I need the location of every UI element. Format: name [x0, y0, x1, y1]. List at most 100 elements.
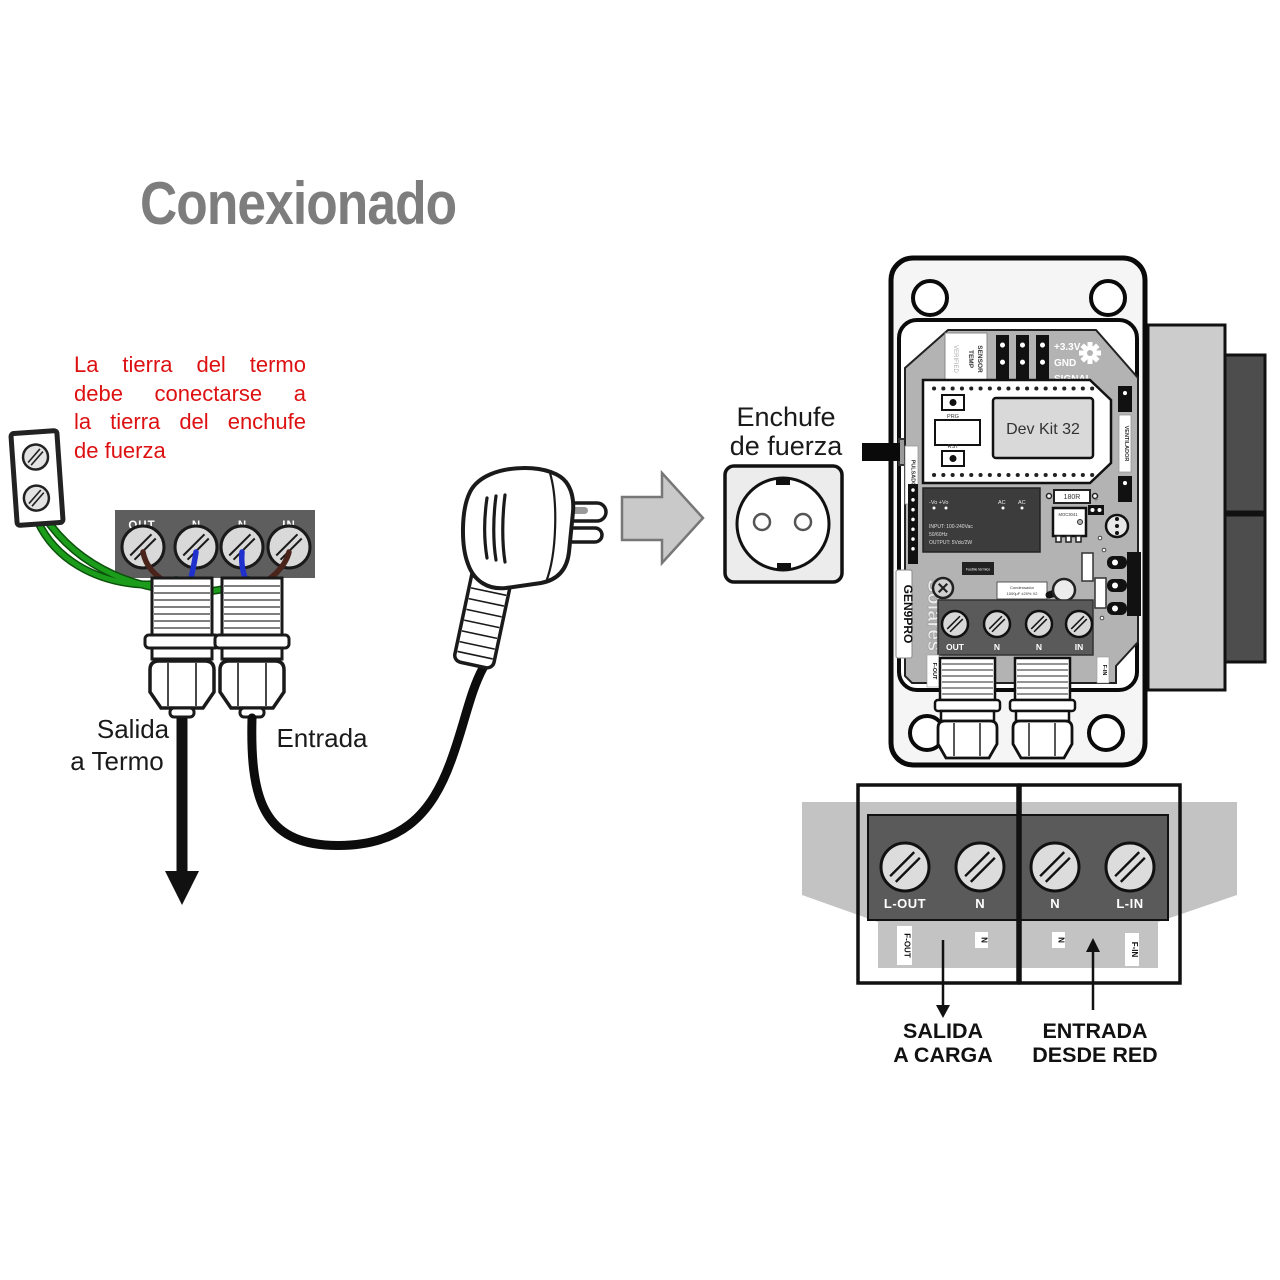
fan-header-bottom	[1118, 476, 1132, 502]
socket-hole-left	[752, 512, 772, 532]
screw-terminal	[22, 484, 51, 512]
plug-body	[460, 465, 576, 591]
gland-threads	[154, 585, 210, 629]
device-gland-right	[1008, 656, 1077, 760]
prg-label: PRG	[947, 414, 959, 420]
device-terminal-in: IN	[1075, 642, 1084, 652]
gen9pro-device: VERIFIED TEMP SENSOR +3.3V GND SIGNAL	[862, 255, 1267, 768]
fan-connector	[1104, 513, 1130, 539]
external-button	[862, 443, 900, 461]
capacitor-label: Condensador 1000µF ±20% X2	[996, 581, 1048, 600]
mount-hole	[1087, 714, 1125, 752]
screw-terminal	[982, 609, 1012, 639]
via	[1101, 547, 1107, 553]
plug-face-line	[544, 472, 557, 583]
svg-text:F-IN: F-IN	[1130, 942, 1139, 958]
devkit-module	[991, 396, 1095, 460]
svg-text:1000µF ±20% X2: 1000µF ±20% X2	[1007, 591, 1039, 596]
svg-text:F-OUT: F-OUT	[931, 663, 937, 680]
pin-label-3v3: +3.3V	[1054, 342, 1081, 353]
device-terminal-n1: N	[994, 642, 1000, 652]
plus-header: +	[1088, 495, 1104, 515]
note-line: debe conectarse a	[74, 380, 306, 406]
vertical-component	[1094, 577, 1107, 609]
svg-text:PULSADOR: PULSADOR	[910, 460, 916, 491]
pcb-screw-icon	[931, 576, 955, 600]
screw-terminal	[1024, 609, 1054, 639]
svg-text:N: N	[980, 937, 989, 943]
svg-text:F-OUT: F-OUT	[903, 933, 912, 958]
earth-warning-note: La tierra del termo debe conectarse a la…	[74, 351, 306, 465]
socket-hole-right	[793, 512, 813, 532]
trimmer-knob	[1045, 577, 1077, 603]
note-line: de fuerza	[74, 437, 166, 463]
terminal-detail-view: L-OUT N N L-IN F-OUT N N F-IN	[802, 783, 1237, 1067]
entrada-red-line2: DESDE RED	[1032, 1043, 1157, 1067]
wiring-diagram: OUT N N IN	[8, 402, 844, 905]
power-socket	[723, 464, 844, 584]
temp-sensor-label: VERIFIED TEMP SENSOR	[944, 332, 988, 386]
svg-text:+: +	[1094, 495, 1099, 504]
svg-text:180R: 180R	[1064, 494, 1081, 501]
heatsink-fin-top	[1223, 353, 1267, 514]
psu-freq: 50/60Hz	[929, 532, 948, 538]
fin-silk-label: F-IN	[1096, 656, 1110, 684]
page-title: Conexionado	[140, 169, 457, 238]
detail-silk-fin: F-IN	[1125, 933, 1139, 966]
screw-terminal	[879, 841, 931, 893]
triac-lugs	[1107, 552, 1141, 616]
model-label: GEN9PRO	[895, 569, 915, 659]
svg-text:N: N	[1057, 937, 1066, 943]
svg-text:Fusible térmico: Fusible térmico	[966, 568, 990, 572]
plug-grip-ridges	[483, 493, 507, 564]
psu-input: INPUT: 100-240Vac	[929, 524, 973, 530]
device-terminal-n2: N	[1036, 642, 1042, 652]
fout-silk-label: F-OUT	[926, 654, 940, 688]
via	[1099, 615, 1105, 621]
device-terminal-out: OUT	[946, 642, 965, 652]
screw-terminal	[940, 609, 970, 639]
rst-label: RST	[948, 444, 960, 450]
psu-dc-pins: -Vo +Vo	[929, 500, 948, 506]
svg-text:MOC3041: MOC3041	[1058, 512, 1078, 517]
note-line: La tierra del termo	[74, 352, 306, 377]
salida-label-line1: Salida	[97, 714, 170, 744]
note-line: la tierra del enchufe	[74, 409, 306, 434]
socket-label-line2: de fuerza	[730, 431, 844, 461]
salida-carga-line1: SALIDA	[903, 1019, 983, 1043]
pin-label-gnd: GND	[1054, 358, 1076, 369]
gland-nut	[148, 659, 216, 710]
pin-headers	[996, 335, 1049, 389]
heatsink-fin-bottom	[1223, 513, 1267, 664]
socket-label-line1: Enchufe	[736, 402, 835, 432]
plug-cable-grip	[453, 564, 514, 670]
gear-icon	[1079, 342, 1101, 364]
screw-terminal	[173, 524, 219, 570]
mount-hole	[911, 279, 949, 317]
screw-terminal	[954, 841, 1006, 893]
vertical-resistor	[1081, 552, 1094, 582]
detail-terminal-lin: L-IN	[1116, 896, 1143, 911]
device-terminal-block: OUT N N IN	[937, 599, 1094, 656]
psu-ac-pin2: AC	[1018, 500, 1026, 506]
resistor-180r: 180R	[1045, 489, 1099, 504]
psu-module: -Vo +Vo AC AC INPUT: 100-240Vac 50/60Hz …	[922, 487, 1041, 553]
detail-silk-fout: F-OUT	[897, 926, 912, 965]
screw-terminal	[1064, 609, 1094, 639]
sensor-text: SENSOR	[976, 345, 983, 373]
via	[1097, 535, 1103, 541]
salida-carga-line2: A CARGA	[893, 1043, 993, 1067]
detail-terminal-lout: L-OUT	[884, 896, 926, 911]
fan-header-top	[1118, 386, 1132, 412]
salida-label-line2: a Termo	[70, 746, 163, 776]
svg-text:Condensador: Condensador	[1010, 585, 1035, 590]
gland-nut	[218, 659, 286, 710]
screw-terminal	[120, 524, 166, 570]
output-group-frame	[856, 783, 1020, 985]
power-plug	[453, 465, 608, 670]
detail-silk-n1: N	[975, 932, 989, 948]
output-arrow	[165, 718, 199, 905]
optocoupler-chip: MOC3041	[1051, 506, 1088, 543]
cable-gland-left	[143, 576, 221, 719]
